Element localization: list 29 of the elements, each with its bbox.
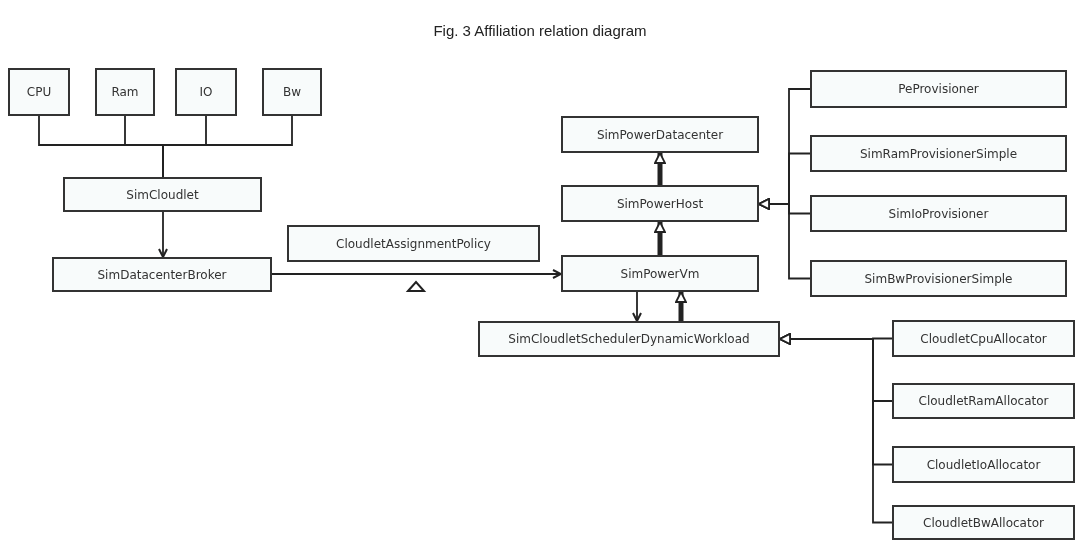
- class-box: CloudletBwAllocator: [892, 505, 1075, 540]
- figure-title: Fig. 3 Affiliation relation diagram: [432, 22, 648, 39]
- class-box: CloudletAssignmentPolicy: [287, 225, 540, 262]
- class-box: CloudletIoAllocator: [892, 446, 1075, 483]
- class-box: CPU: [8, 68, 70, 116]
- connector-line: [162, 115, 293, 178]
- class-box: SimCloudlet: [63, 177, 262, 212]
- class-box: IO: [175, 68, 237, 116]
- arrow: [758, 198, 811, 280]
- class-box: Bw: [262, 68, 322, 116]
- class-box: PeProvisioner: [810, 70, 1067, 108]
- class-box: SimBwProvisionerSimple: [810, 260, 1067, 297]
- arrow: [632, 291, 642, 322]
- class-box: SimIoProvisioner: [810, 195, 1067, 232]
- class-box: SimPowerDatacenter: [561, 116, 759, 153]
- class-box: SimCloudletSchedulerDynamicWorkload: [478, 321, 780, 357]
- class-box: SimPowerHost: [561, 185, 759, 222]
- arrow: [779, 333, 893, 524]
- class-box: SimPowerVm: [561, 255, 759, 292]
- arrow: [654, 221, 666, 255]
- arrow: [271, 269, 562, 279]
- arrow: [675, 291, 687, 321]
- arrow: [158, 211, 168, 258]
- arrow: [654, 152, 666, 185]
- class-box: SimDatacenterBroker: [52, 257, 272, 292]
- class-box: SimRamProvisionerSimple: [810, 135, 1067, 172]
- class-box: CloudletCpuAllocator: [892, 320, 1075, 357]
- class-box: Ram: [95, 68, 155, 116]
- class-box: CloudletRamAllocator: [892, 383, 1075, 419]
